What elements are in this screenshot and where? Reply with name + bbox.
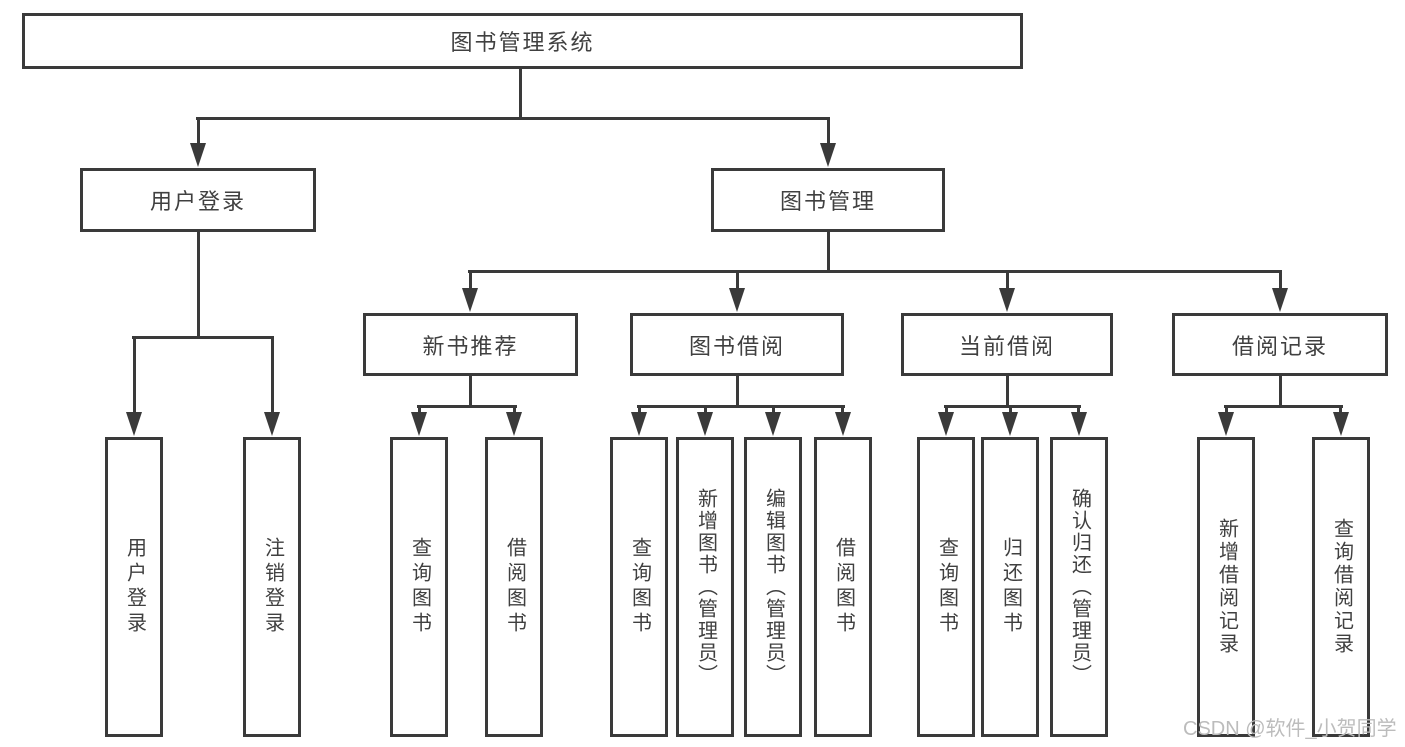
node-label: 新书推荐 bbox=[422, 333, 519, 359]
leaf-borrow-book: 借阅图书 bbox=[814, 437, 872, 737]
leaf-label: 编辑图书（管理员） bbox=[762, 488, 785, 686]
arrowhead-add-book bbox=[697, 412, 713, 436]
leaf-label: 查询图书 bbox=[935, 537, 958, 637]
leaf-return-book: 归还图书 bbox=[981, 437, 1039, 737]
node-label: 图书管理系统 bbox=[450, 30, 595, 55]
connector-stub-new-book bbox=[469, 270, 472, 290]
leaf-query-book: 查询图书 bbox=[917, 437, 975, 737]
leaf-borrow-book: 借阅图书 bbox=[485, 437, 543, 737]
arrowhead-borrow-record bbox=[1272, 288, 1288, 312]
arrowhead-query-book bbox=[631, 412, 647, 436]
node-current-borrow: 当前借阅 bbox=[901, 313, 1113, 376]
leaf-confirm-return-admin: 确认归还（管理员） bbox=[1050, 437, 1108, 737]
connector-stub bbox=[1225, 405, 1228, 415]
connector-stub bbox=[418, 405, 421, 415]
leaf-logout: 注销登录 bbox=[243, 437, 301, 737]
node-library-management-system: 图书管理系统 bbox=[22, 13, 1023, 69]
connector-bookborrow-drop bbox=[736, 375, 739, 408]
connector-stub bbox=[1009, 405, 1012, 415]
leaf-label: 借阅图书 bbox=[503, 537, 526, 637]
connector-stub-book-borrow bbox=[736, 270, 739, 290]
leaf-label: 新增图书（管理员） bbox=[694, 488, 717, 686]
node-label: 用户登录 bbox=[149, 189, 246, 214]
node-new-book-recommend: 新书推荐 bbox=[363, 313, 578, 376]
leaf-label: 用户登录 bbox=[123, 537, 146, 637]
node-book-management: 图书管理 bbox=[711, 168, 945, 232]
leaf-label: 确认归还（管理员） bbox=[1068, 488, 1091, 686]
node-book-borrow: 图书借阅 bbox=[630, 313, 844, 376]
connector-root-horizontal bbox=[196, 117, 830, 120]
arrowhead-query-borrow-record bbox=[1333, 412, 1349, 436]
connector-stub-current-borrow bbox=[1006, 270, 1009, 290]
leaf-label: 注销登录 bbox=[261, 537, 284, 637]
connector-stub bbox=[638, 405, 641, 415]
connector-stub bbox=[1339, 405, 1342, 415]
connector-currentborrow-drop bbox=[1006, 375, 1009, 408]
leaf-label: 查询图书 bbox=[408, 537, 431, 637]
arrowhead-add-borrow-record bbox=[1218, 412, 1234, 436]
leaf-label: 借阅图书 bbox=[832, 537, 855, 637]
node-borrow-record: 借阅记录 bbox=[1172, 313, 1388, 376]
arrowhead-user-login bbox=[190, 143, 206, 167]
node-label: 图书管理 bbox=[779, 189, 876, 214]
connector-currentborrow-horizontal bbox=[944, 405, 1081, 408]
leaf-query-book: 查询图书 bbox=[610, 437, 668, 737]
arrowhead-edit-book bbox=[765, 412, 781, 436]
leaf-label: 新增借阅记录 bbox=[1215, 518, 1238, 656]
connector-stub bbox=[1077, 405, 1080, 415]
connector-borrowrecord-drop bbox=[1279, 375, 1282, 408]
node-user-login: 用户登录 bbox=[80, 168, 316, 232]
connector-stub-leaf-login bbox=[133, 336, 136, 414]
arrowhead-borrow-book bbox=[835, 412, 851, 436]
node-label: 当前借阅 bbox=[958, 333, 1055, 359]
leaf-label: 查询借阅记录 bbox=[1330, 518, 1353, 656]
leaf-label: 查询图书 bbox=[628, 537, 651, 637]
connector-bookmgmt-drop bbox=[827, 231, 830, 273]
arrowhead-leaf-logout bbox=[264, 412, 280, 436]
leaf-user-login: 用户登录 bbox=[105, 437, 163, 737]
arrowhead-query-book bbox=[938, 412, 954, 436]
arrowhead-book-borrow bbox=[729, 288, 745, 312]
connector-stub-book-management bbox=[827, 117, 830, 145]
connector-newbook-drop bbox=[469, 375, 472, 408]
connector-userlogin-drop bbox=[197, 231, 200, 339]
connector-bookmgmt-horizontal bbox=[468, 270, 1282, 273]
leaf-add-borrow-record: 新增借阅记录 bbox=[1197, 437, 1255, 737]
connector-bookborrow-horizontal bbox=[637, 405, 845, 408]
arrowhead-confirm-return bbox=[1071, 412, 1087, 436]
arrowhead-query-book bbox=[411, 412, 427, 436]
connector-stub bbox=[704, 405, 707, 415]
connector-stub bbox=[945, 405, 948, 415]
connector-userlogin-horizontal bbox=[132, 336, 274, 339]
leaf-query-book: 查询图书 bbox=[390, 437, 448, 737]
arrowhead-new-book bbox=[462, 288, 478, 312]
csdn-watermark: CSDN @软件_小贺同学 bbox=[1183, 718, 1397, 740]
connector-stub-leaf-logout bbox=[271, 336, 274, 414]
arrowhead-book-management bbox=[820, 143, 836, 167]
connector-root-drop bbox=[519, 66, 522, 120]
connector-stub-user-login bbox=[197, 117, 200, 145]
leaf-query-borrow-record: 查询借阅记录 bbox=[1312, 437, 1370, 737]
connector-stub bbox=[513, 405, 516, 415]
node-label: 图书借阅 bbox=[688, 333, 785, 359]
connector-newbook-horizontal bbox=[417, 405, 517, 408]
node-label: 借阅记录 bbox=[1231, 333, 1328, 359]
connector-stub bbox=[772, 405, 775, 415]
leaf-add-book-admin: 新增图书（管理员） bbox=[676, 437, 734, 737]
connector-stub-borrow-record bbox=[1279, 270, 1282, 290]
arrowhead-current-borrow bbox=[999, 288, 1015, 312]
leaf-edit-book-admin: 编辑图书（管理员） bbox=[744, 437, 802, 737]
arrowhead-borrow-book bbox=[506, 412, 522, 436]
leaf-label: 归还图书 bbox=[999, 537, 1022, 637]
arrowhead-leaf-login bbox=[126, 412, 142, 436]
connector-stub bbox=[841, 405, 844, 415]
arrowhead-return-book bbox=[1002, 412, 1018, 436]
connector-borrowrecord-horizontal bbox=[1224, 405, 1343, 408]
